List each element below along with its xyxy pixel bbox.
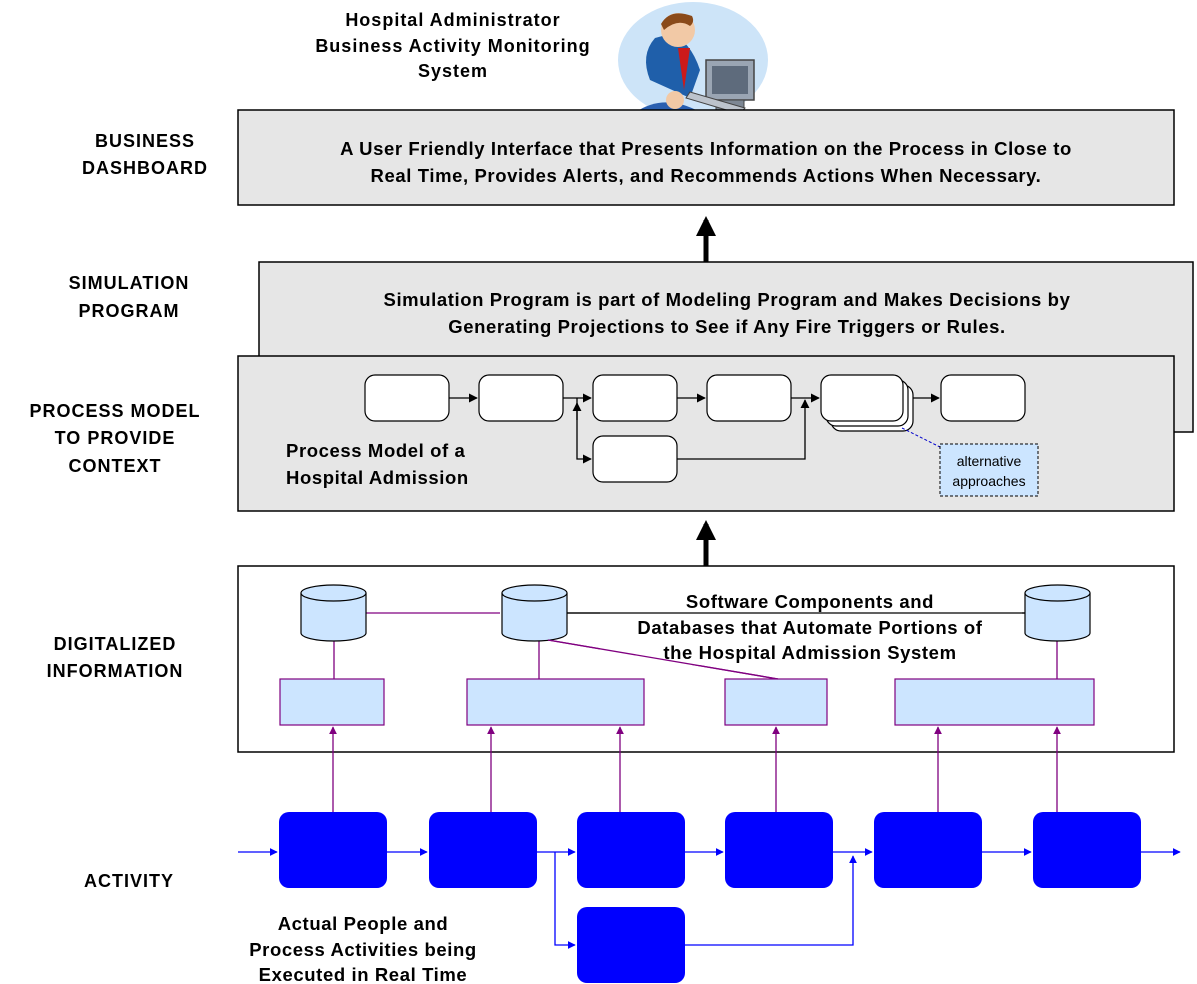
activity-merge-arrow: [685, 855, 857, 946]
database-icon: [501, 584, 568, 642]
digitalized-panel: Software Components and Databases that A…: [237, 565, 1175, 753]
database-icon: [300, 584, 367, 642]
dashboard-panel-box: [237, 109, 1175, 206]
row-label-digitalized: DIGITALIZED INFORMATION: [47, 634, 184, 681]
row-label-activity-line-1: ACTIVITY: [84, 871, 174, 891]
header-title-line-2: Business Activity Monitoring: [315, 36, 590, 56]
simulation-text-line-1: Simulation Program is part of Modeling P…: [384, 289, 1071, 310]
process-model-panel: Process Model of a Hospital Admission al…: [237, 355, 1175, 512]
software-component: [279, 678, 385, 726]
activity-block: [279, 812, 387, 888]
callout-leader-line: [901, 427, 943, 449]
simulation-text-line-2: Generating Projections to See if Any Fir…: [448, 316, 1006, 337]
digitalized-text-backdrop: [600, 593, 1022, 665]
process-step: [706, 374, 792, 422]
process-step: [364, 374, 450, 422]
row-label-process-model-line-3: CONTEXT: [68, 456, 161, 476]
callout-box: [939, 443, 1039, 497]
callout-text-line-2: approaches: [952, 473, 1025, 489]
activity-block: [429, 812, 537, 888]
callout-text-line-1: alternative: [957, 453, 1022, 469]
dashboard-panel: A User Friendly Interface that Presents …: [237, 109, 1175, 206]
administrator-clipart-icon: [618, 2, 768, 130]
row-label-activity: ACTIVITY: [84, 871, 174, 891]
activity-row: [238, 726, 1181, 983]
activity-caption-line-3: Executed in Real Time: [259, 964, 468, 984]
database-icon: [1024, 584, 1091, 642]
dashboard-text-line-1: A User Friendly Interface that Presents …: [340, 138, 1072, 159]
row-label-dashboard-line-2: DASHBOARD: [82, 158, 208, 178]
process-step: [592, 374, 678, 422]
database-link-overlay: [547, 639, 779, 680]
software-component: [894, 678, 1095, 726]
digitalized-text-line-1: Software Components and: [686, 591, 934, 612]
process-step: [478, 374, 564, 422]
row-label-digitalized-line-1: DIGITALIZED: [54, 634, 177, 654]
dashboard-text-line-2: Real Time, Provides Alerts, and Recommen…: [371, 165, 1042, 186]
row-label-process-model: PROCESS MODEL TO PROVIDE CONTEXT: [29, 401, 200, 476]
process-merge-arrow: [677, 399, 810, 460]
activity-caption-line-1: Actual People and: [278, 913, 449, 934]
process-model-text-line-1: Process Model of a: [286, 440, 466, 461]
row-label-process-model-line-1: PROCESS MODEL: [29, 401, 200, 421]
row-label-dashboard-line-1: BUSINESS: [95, 131, 195, 151]
process-step-branch: [592, 435, 678, 483]
header-title-line-3: System: [418, 61, 488, 81]
process-model-text-line-2: Hospital Admission: [286, 467, 469, 488]
row-label-simulation-line-1: SIMULATION: [69, 273, 190, 293]
activity-block: [725, 812, 833, 888]
activity-block: [1033, 812, 1141, 888]
process-step-stack: [820, 374, 914, 432]
process-step: [940, 374, 1026, 422]
activity-block: [874, 812, 982, 888]
digitalized-text-line-2: Databases that Automate Portions of: [637, 617, 982, 638]
row-label-digitalized-line-2: INFORMATION: [47, 661, 184, 681]
row-label-simulation: SIMULATION PROGRAM: [69, 273, 190, 321]
digitalized-text-line-3: the Hospital Admission System: [663, 642, 956, 663]
row-label-simulation-line-2: PROGRAM: [79, 301, 180, 321]
software-component: [724, 678, 828, 726]
header-title-line-1: Hospital Administrator: [345, 10, 560, 30]
row-label-dashboard: BUSINESS DASHBOARD: [82, 131, 208, 178]
activity-block: [577, 812, 685, 888]
row-label-process-model-line-2: TO PROVIDE: [55, 428, 176, 448]
activity-branch-arrow: [554, 852, 576, 949]
activity-caption-line-2: Process Activities being: [249, 939, 477, 960]
header-title: Hospital Administrator Business Activity…: [315, 10, 590, 81]
activity-caption: Actual People and Process Activities bei…: [249, 913, 477, 984]
software-component: [466, 678, 645, 726]
activity-block-branch: [577, 907, 685, 983]
